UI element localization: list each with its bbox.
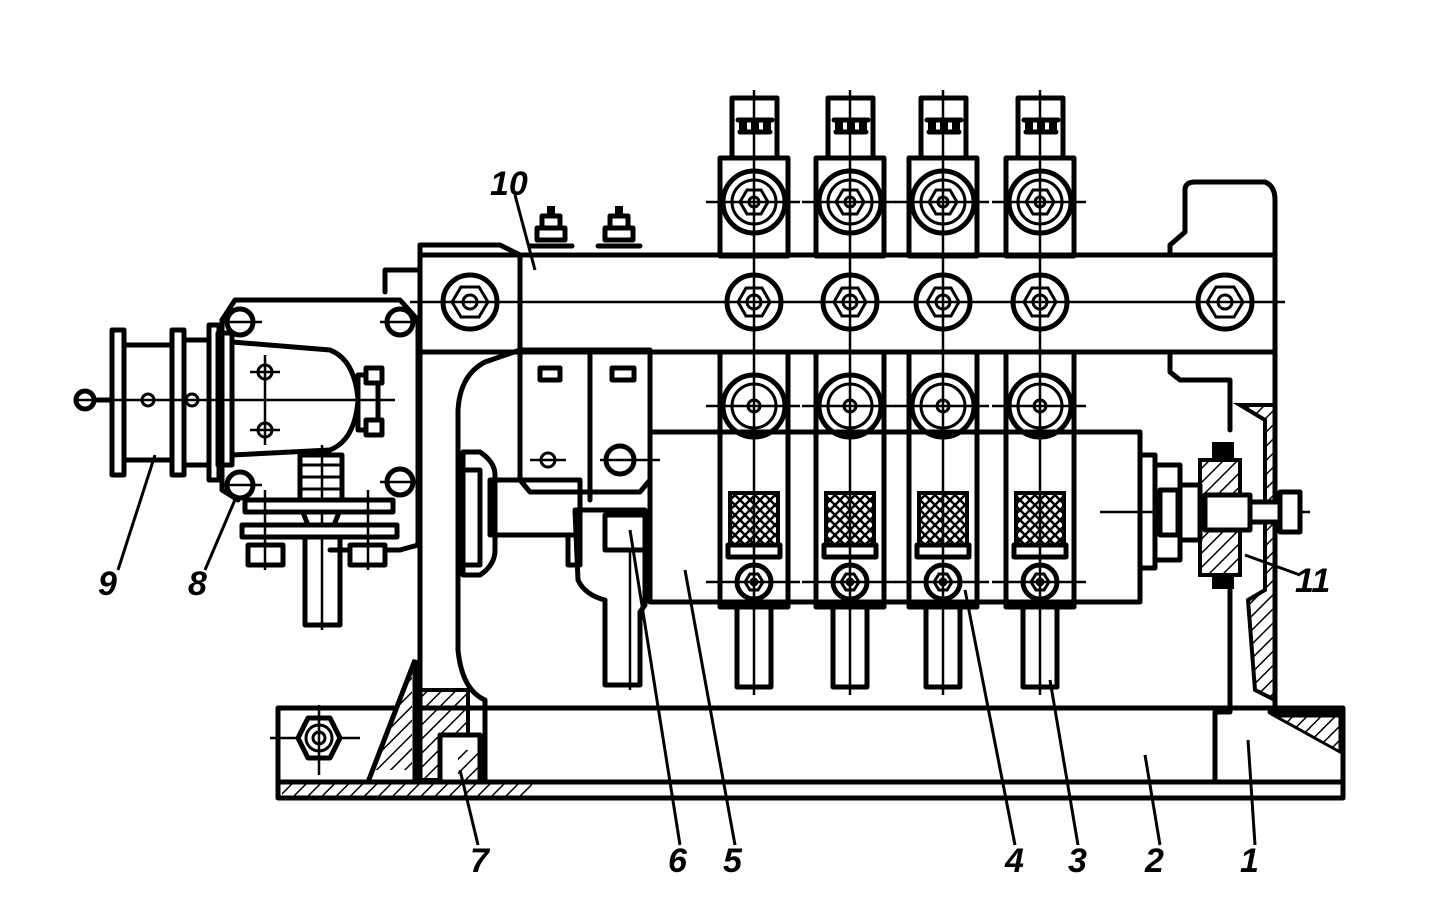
label-4: 4	[1004, 842, 1024, 880]
label-5: 5	[723, 842, 743, 880]
label-8: 8	[188, 565, 207, 603]
switch-unit-2	[802, 90, 896, 695]
label-3: 3	[1068, 842, 1087, 880]
switch-unit-4	[992, 90, 1086, 695]
label-11: 11	[1295, 562, 1330, 600]
switch-unit-1	[706, 90, 800, 695]
label-1: 1	[1240, 842, 1259, 880]
leader-lines	[116, 194, 1301, 846]
label-10: 10	[490, 165, 528, 203]
cam-lever	[565, 507, 648, 690]
switch-unit-3	[895, 90, 989, 695]
label-2: 2	[1144, 842, 1164, 880]
label-6: 6	[668, 842, 688, 880]
top-bar-bolts	[440, 206, 1255, 332]
output-shaft	[239, 445, 400, 630]
right-coupling	[1137, 442, 1303, 589]
left-frame	[364, 242, 523, 785]
base-plate	[270, 705, 1346, 801]
label-9: 9	[98, 565, 117, 603]
base-bolt	[295, 705, 343, 775]
label-7: 7	[470, 842, 491, 880]
top-bar	[410, 252, 1285, 355]
shaft-bracket	[517, 347, 660, 503]
right-upright	[1167, 179, 1278, 785]
pulley	[73, 322, 395, 483]
